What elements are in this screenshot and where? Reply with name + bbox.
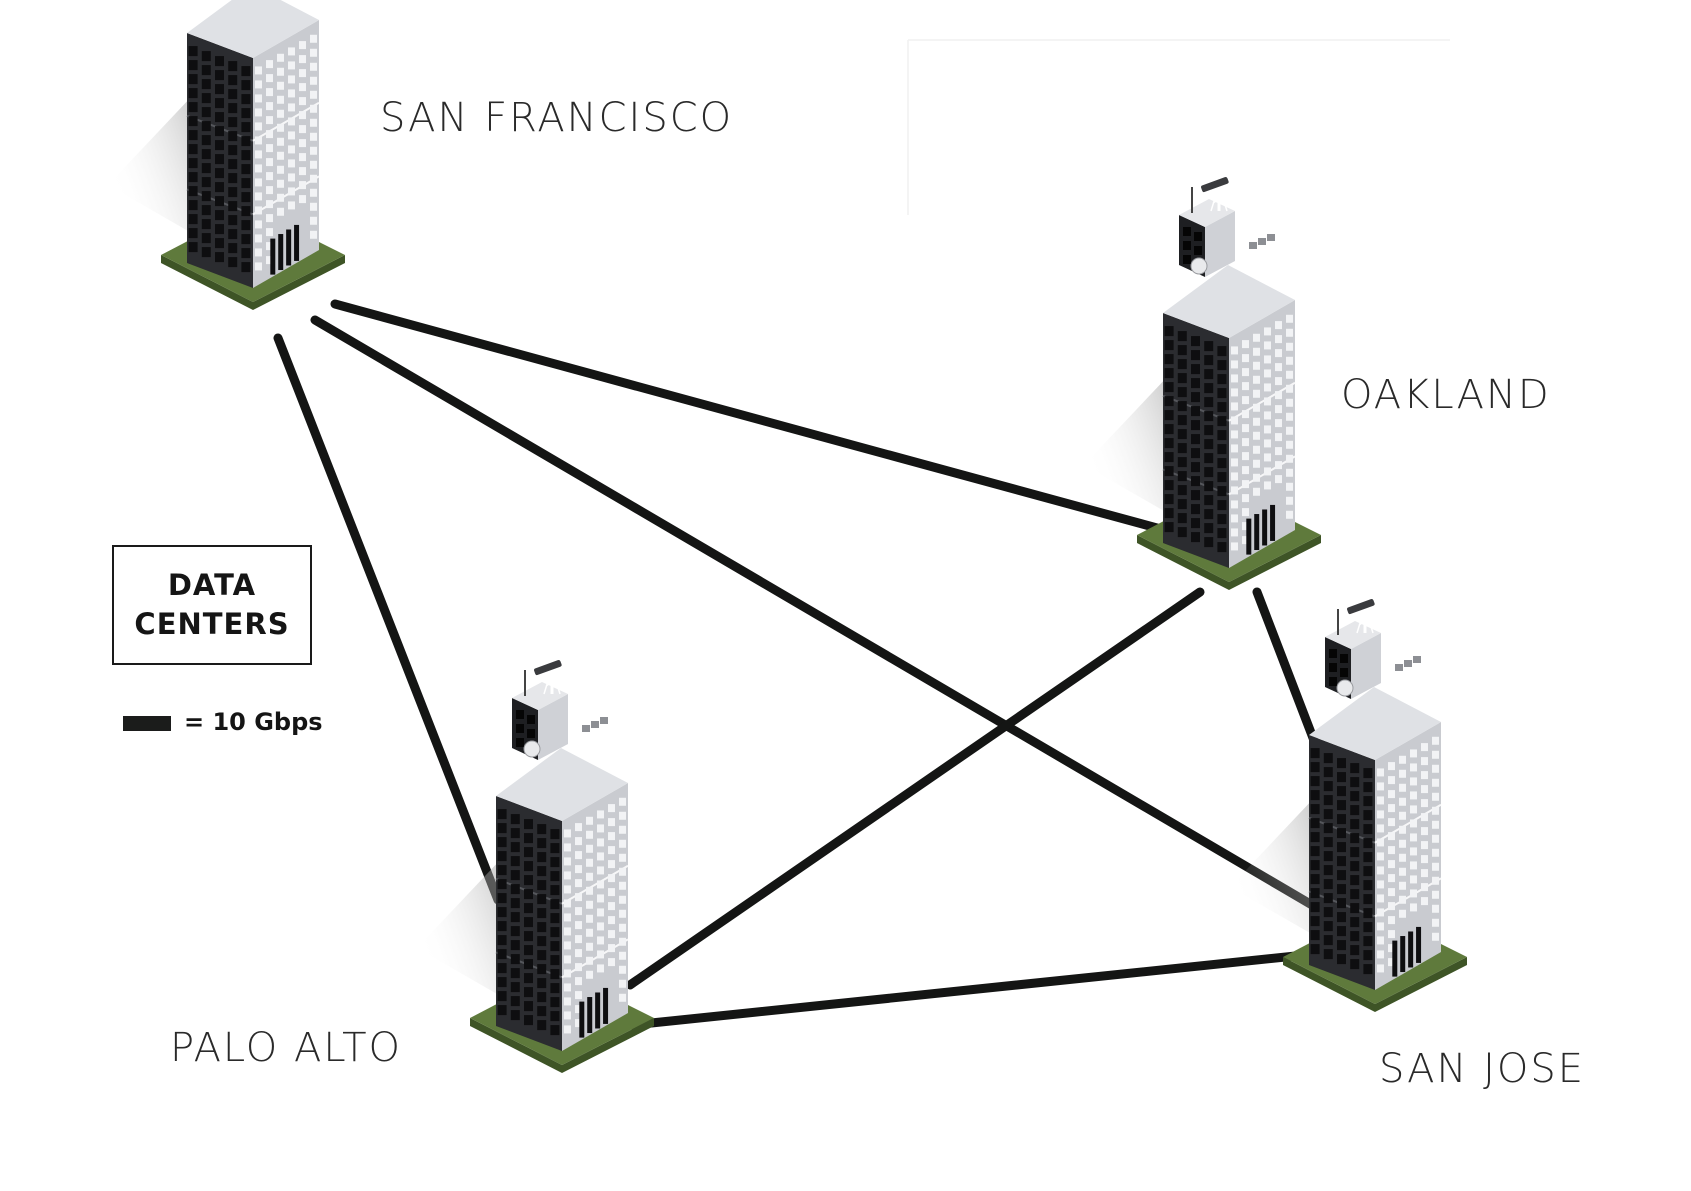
link-sf-oak [330,299,1173,536]
label-palo-alto: PALO ALTO [170,1025,403,1071]
legend-line-swatch [123,716,171,731]
tower-shadow [108,95,195,235]
link-sf-sj [310,315,1317,910]
tower-light-face [253,20,319,288]
legend-scale-text: = 10 Gbps [184,708,323,736]
tower-sf [108,0,345,310]
tower-light-face [562,783,628,1051]
label-san-jose: SAN JOSE [1379,1046,1586,1092]
link-layer [273,299,1328,1030]
tower-oak [1084,177,1321,590]
legend-box: DATA CENTERS [112,545,312,665]
tower-layer [108,0,1467,1073]
link-sf-pa [273,333,503,905]
tower-roof [1309,687,1441,760]
tower-shadow [1230,797,1317,937]
faint-frame [907,39,1450,215]
tower-shadow [1084,375,1171,515]
tower-roof [187,0,319,58]
tower-shadow [417,858,504,998]
tower-roof [1163,265,1295,338]
tower-pa [417,660,654,1073]
link-pa-sj [627,950,1310,1030]
tower-roof [496,748,628,821]
label-san-francisco: SAN FRANCISCO [380,95,734,141]
tower-light-face [1229,300,1295,568]
legend-title: DATA CENTERS [134,568,290,641]
link-oak-pa [625,587,1205,990]
tower-light-face [1375,722,1441,990]
label-oakland: OAKLAND [1341,372,1551,418]
tower-sj [1230,599,1467,1012]
